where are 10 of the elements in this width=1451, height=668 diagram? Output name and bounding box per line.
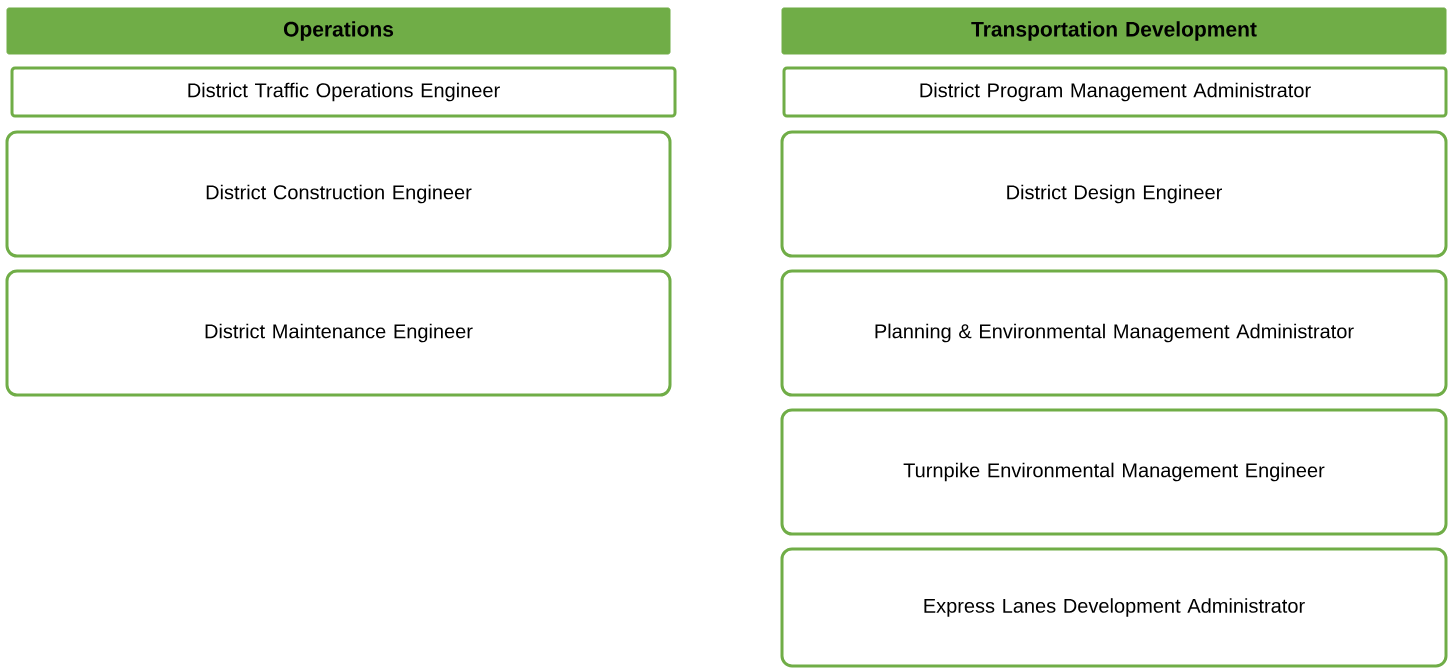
section-header: Transportation Development (781, 7, 1447, 55)
role-box: District Traffic Operations Engineer (10, 66, 677, 118)
role-box: District Design Engineer (780, 130, 1448, 258)
role-box: Turnpike Environmental Management Engineer (780, 408, 1448, 536)
role-box: District Program Management Administrator (782, 66, 1448, 118)
role-box: District Construction Engineer (5, 130, 672, 258)
role-box: Planning & Environmental Management Administrator (780, 269, 1448, 397)
role-box: Express Lanes Development Administrator (780, 547, 1448, 668)
role-box: District Maintenance Engineer (5, 269, 672, 397)
section-header: Operations (6, 7, 671, 55)
